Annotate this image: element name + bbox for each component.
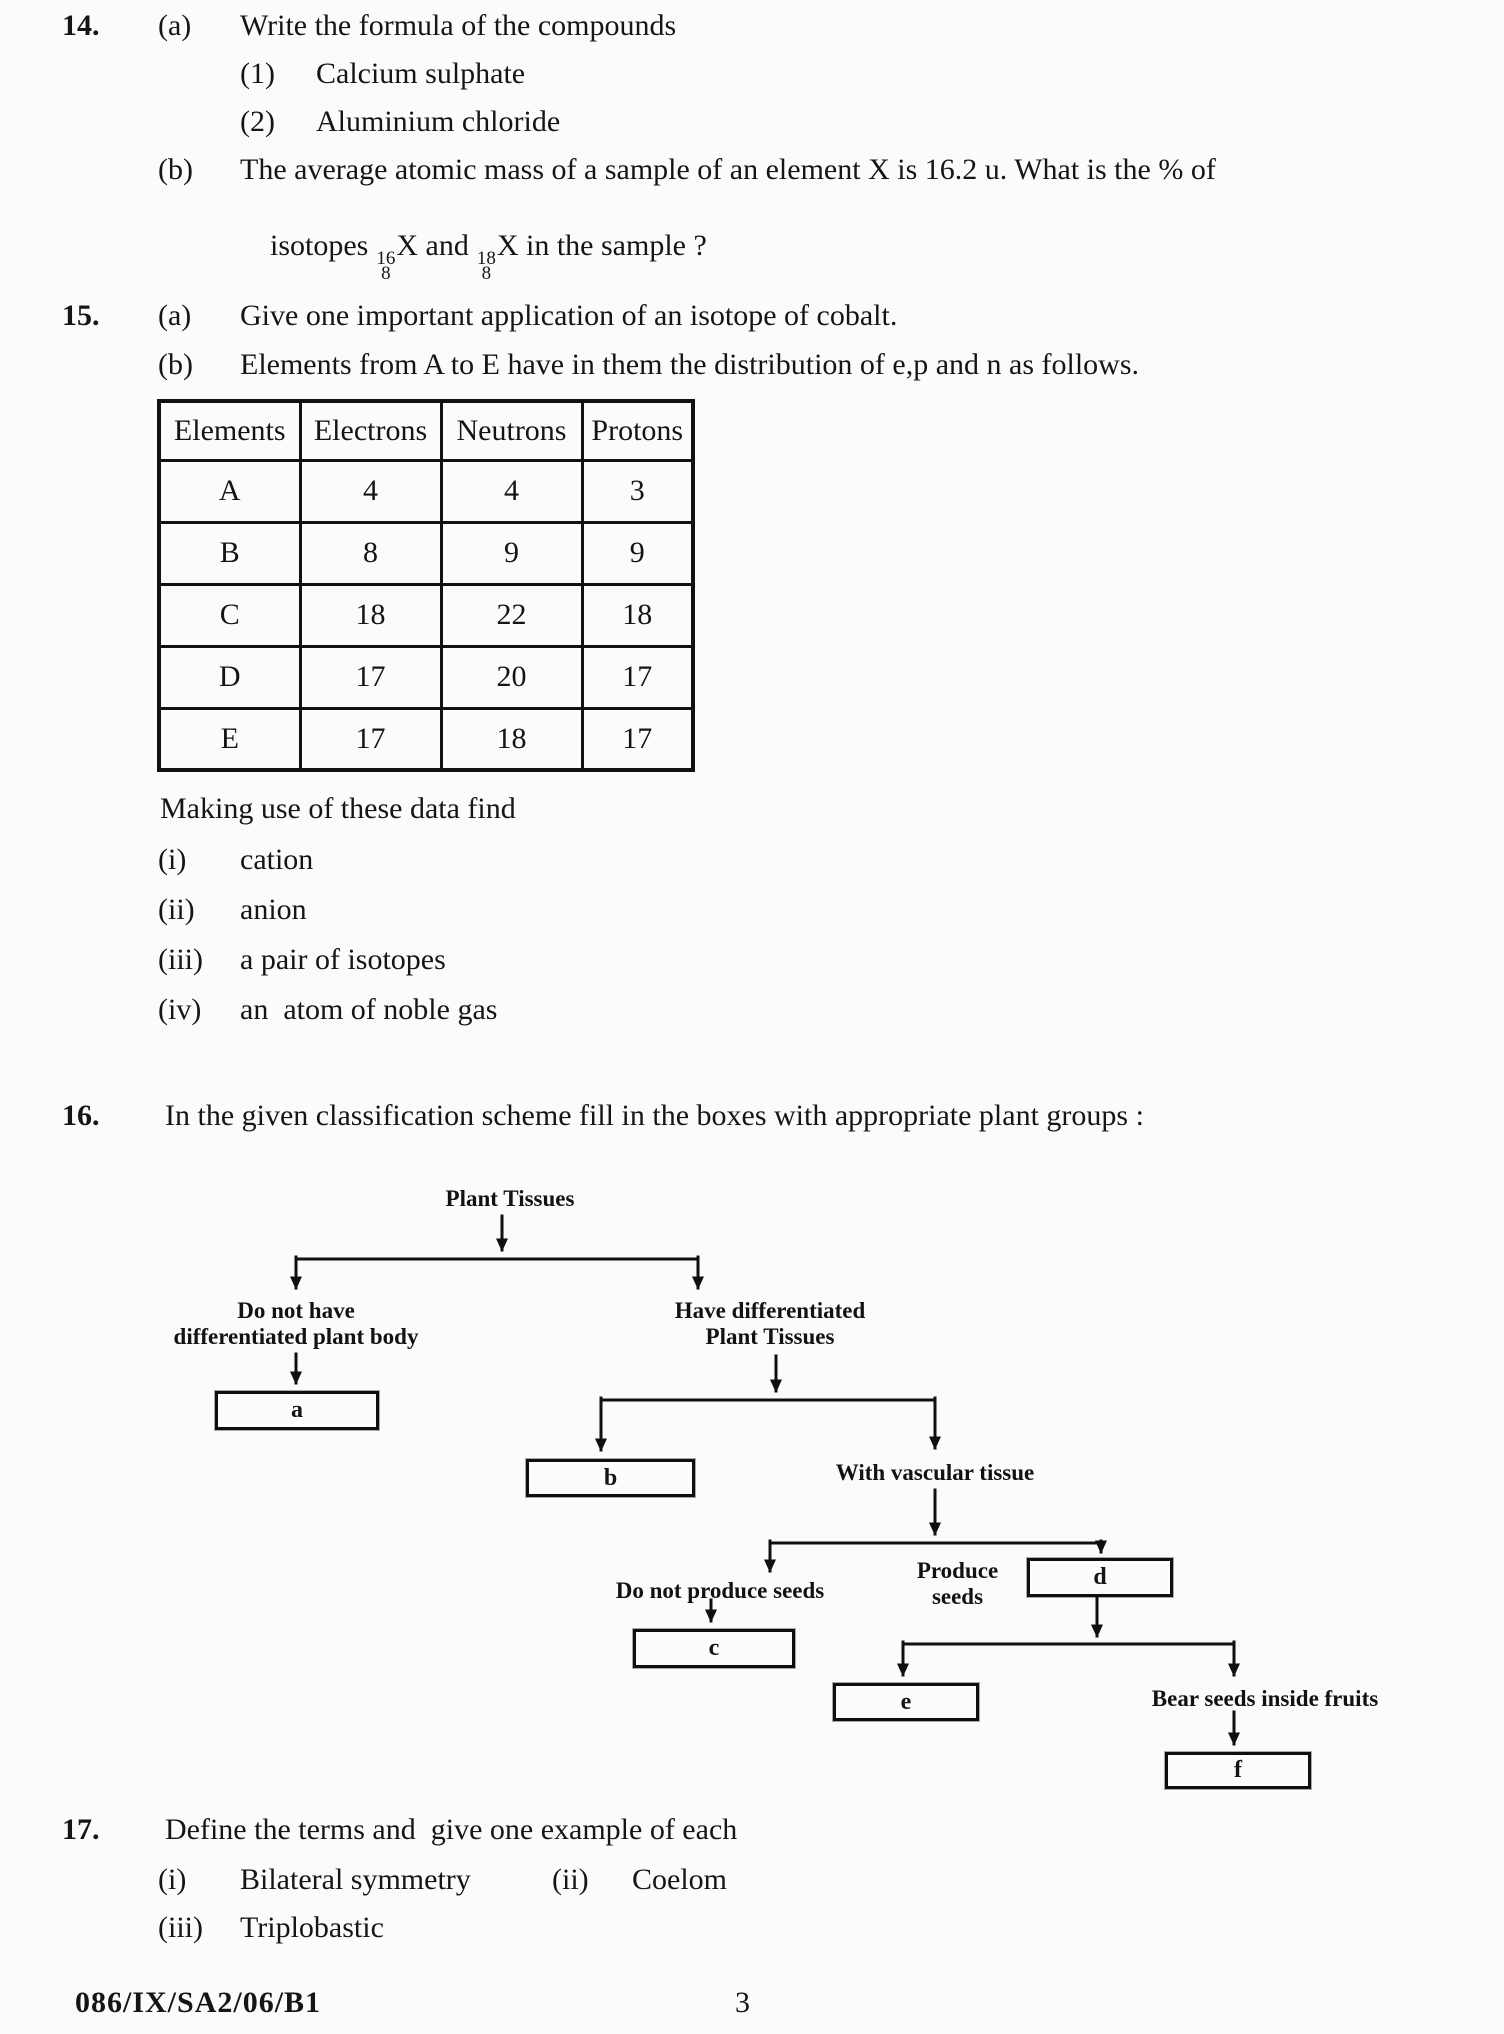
q17-item-label: (i) [158,1863,187,1896]
q15-a-label: (a) [158,299,192,332]
flowchart-right-branch-label: Have differentiated Plant Tissues [620,1298,920,1350]
table-row: D 17 20 17 [157,644,695,710]
table-cell: B [157,520,302,586]
table-cell: 17 [298,706,443,772]
plant-classification-flowchart: Plant Tissues Do not have differentiated… [100,1150,1400,1810]
elements-table: Elements Electrons Neutrons Protons A 4 … [157,399,695,772]
q15-item-text: an atom of noble gas [240,993,498,1026]
q15-item-label: (iii) [158,943,203,976]
q15-item-text: anion [240,893,307,926]
q15-number: 15. [62,299,100,332]
table-cell: 18 [439,706,584,772]
q17-item-text: Triplobastic [240,1911,384,1944]
flowchart-root-label: Plant Tissues [445,1186,575,1211]
table-cell: 20 [439,644,584,710]
table-cell: 4 [439,458,584,524]
q17-item-text: Bilateral symmetry [240,1863,471,1896]
with-vascular-tissue-label: With vascular tissue [835,1460,1035,1485]
answer-box-f[interactable]: f [1165,1752,1311,1789]
q14-number: 14. [62,9,100,42]
q16-text: In the given classification scheme fill … [165,1099,1144,1132]
table-row: E 17 18 17 [157,706,695,772]
table-header-cell: Neutrons [439,399,584,462]
isotope2-symbol: X [496,229,519,262]
q15-making-use-text: Making use of these data find [160,792,516,825]
flowchart-left-branch-label: Do not have differentiated plant body [146,1298,446,1350]
left-branch-line2: differentiated plant body [173,1324,419,1349]
q14-a-label: (a) [158,9,192,42]
q15-b-text: Elements from A to E have in them the di… [240,348,1140,381]
q14-sub1-text: Calcium sulphate [316,57,526,90]
produce-seeds-line2: seeds [931,1584,984,1609]
table-cell: 18 [298,582,443,648]
table-row: B 8 9 9 [157,520,695,586]
table-cell: 22 [439,582,584,648]
q14-a-text: Write the formula of the compounds [240,9,677,42]
table-cell: 17 [298,644,443,710]
bear-seeds-inside-fruits-label: Bear seeds inside fruits [1151,1686,1379,1711]
q14-b-label: (b) [158,153,193,186]
isotope2-atomic-number: 8 [481,263,492,284]
page-number: 3 [735,1986,750,2019]
table-cell: 9 [439,520,584,586]
right-branch-line2: Plant Tissues [705,1324,835,1349]
q14-b-line1: The average atomic mass of a sample of a… [240,153,1216,186]
q16-number: 16. [62,1099,100,1132]
answer-box-d[interactable]: d [1027,1558,1173,1597]
table-cell: 9 [580,520,695,586]
table-cell: 18 [580,582,695,648]
q15-item-text: cation [240,843,314,876]
answer-box-e[interactable]: e [833,1683,979,1721]
left-branch-line1: Do not have [237,1298,355,1323]
q15-item-text: a pair of isotopes [240,943,446,976]
do-not-produce-seeds-label: Do not produce seeds [615,1578,825,1603]
table-row: C 18 22 18 [157,582,695,648]
q15-b-label: (b) [158,348,193,381]
isotope1-symbol: X [396,229,419,262]
table-header-cell: Electrons [298,399,443,462]
q15-item-label: (iv) [158,993,202,1026]
table-row: A 4 4 3 [157,458,695,524]
table-cell: 8 [298,520,443,586]
q14-b-line2-mid: and [418,229,469,262]
table-cell: E [157,706,302,772]
right-branch-line1: Have differentiated [674,1298,866,1323]
table-cell: 3 [580,458,695,524]
q17-text: Define the terms and give one example of… [165,1813,738,1846]
table-cell: A [157,458,302,524]
q14-b-line2-post: in the sample ? [518,229,707,262]
q17-item-label: (ii) [552,1863,589,1896]
answer-box-a[interactable]: a [215,1391,379,1430]
q17-item-text: Coelom [632,1863,727,1896]
q15-item-label: (ii) [158,893,195,926]
produce-seeds-line1: Produce [916,1558,999,1583]
answer-box-b[interactable]: b [526,1459,695,1497]
paper-code: 086/IX/SA2/06/B1 [75,1986,322,2019]
q14-sub2-label: (2) [240,105,275,138]
isotope1-atomic-number: 8 [381,263,391,284]
isotope2-mass: 18 [476,248,496,269]
table-cell: 17 [580,706,695,772]
isotope1-mass: 16 [376,248,396,269]
flowchart-connectors [289,1214,1241,1746]
q17-number: 17. [62,1813,100,1846]
q15-a-text: Give one important application of an iso… [240,299,898,332]
table-header-cell: Elements [157,399,302,462]
answer-box-c[interactable]: c [633,1629,795,1668]
q15-item-label: (i) [158,843,187,876]
table-header-cell: Protons [580,399,695,462]
q14-b-line2-pre: isotopes [270,229,369,262]
table-cell: 4 [298,458,443,524]
q14-sub2-text: Aluminium chloride [316,105,561,138]
q14-sub1-label: (1) [240,57,275,90]
table-header-row: Elements Electrons Neutrons Protons [157,399,695,462]
table-cell: D [157,644,302,710]
q17-item-label: (iii) [158,1911,203,1944]
table-cell: 17 [580,644,695,710]
produce-seeds-label: Produce seeds [895,1558,1020,1610]
table-cell: C [157,582,302,648]
